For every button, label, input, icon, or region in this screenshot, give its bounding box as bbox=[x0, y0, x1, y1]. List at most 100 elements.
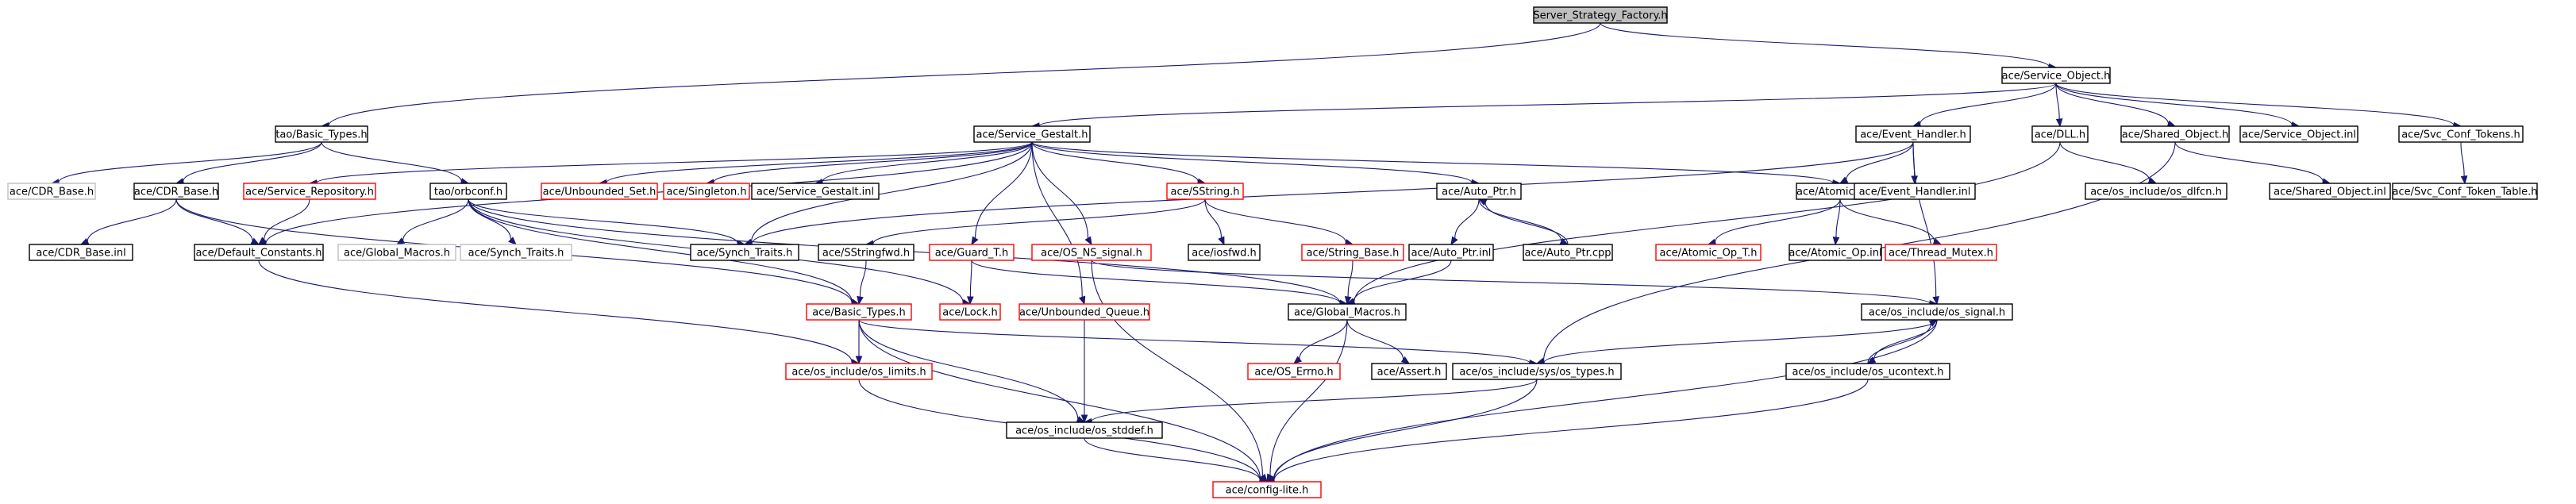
node-shared-object-inl[interactable]: ace/Shared_Object.inl bbox=[2269, 183, 2391, 200]
node-label: ace/Auto_Ptr.inl bbox=[1411, 248, 1492, 260]
edge-global_macros_h-to-assert_h bbox=[1346, 319, 1411, 364]
edge-line bbox=[2460, 141, 2465, 177]
node-assert-h[interactable]: ace/Assert.h bbox=[1371, 363, 1447, 380]
node-os-errno-h[interactable]: ace/OS_Errno.h bbox=[1247, 363, 1341, 380]
node-label: ace/os_include/os_signal.h bbox=[1869, 307, 2005, 319]
node-event-handler-h[interactable]: ace/Event_Handler.h bbox=[1855, 125, 1971, 143]
node-sstringfwd-h[interactable]: ace/SStringfwd.h bbox=[818, 244, 914, 261]
edge-service_gestalt_h-to-os_ns_signal_h bbox=[1031, 141, 1092, 246]
node-dll-h[interactable]: ace/DLL.h bbox=[2031, 125, 2089, 143]
edge-basic_types_h-to-os_types_h bbox=[858, 319, 1538, 367]
node-cdr-base-h[interactable]: ace/CDR_Base.h bbox=[133, 183, 219, 200]
edge-os_ns_signal_h-to-os_signal_h bbox=[1091, 260, 1939, 307]
edge-line bbox=[1204, 198, 1223, 238]
node-box bbox=[2120, 125, 2230, 143]
node-cdr-base-inl[interactable]: ace/CDR_Base.inl bbox=[29, 244, 133, 261]
node-box bbox=[1885, 244, 1997, 261]
node-synch-traits-h[interactable]: ace/Synch_Traits.h bbox=[690, 244, 799, 261]
node-os-signal-h[interactable]: ace/os_include/os_signal.h bbox=[1861, 303, 2013, 321]
node-global-macros-h[interactable]: ace/Global_Macros.h bbox=[1288, 303, 1407, 321]
node-auto-ptr-cpp[interactable]: ace/Auto_Ptr.cpp bbox=[1523, 244, 1613, 261]
node-auto-ptr-inl[interactable]: ace/Auto_Ptr.inl bbox=[1408, 244, 1494, 261]
edge-service_gestalt_h-to-atomic_op_h bbox=[1031, 141, 1842, 187]
node-thread-mutex-h[interactable]: ace/Thread_Mutex.h bbox=[1885, 244, 1997, 261]
node-label: ace/Service_Gestalt.inl bbox=[757, 187, 874, 198]
edge-arrowhead bbox=[1866, 356, 1877, 364]
node-auto-ptr-h[interactable]: ace/Auto_Ptr.h bbox=[1436, 183, 1522, 200]
node-cdr-base-h-tao[interactable]: ace/CDR_Base.h bbox=[7, 183, 96, 200]
edge-default_constants_h-to-os_limits_h bbox=[258, 260, 861, 366]
node-box bbox=[785, 363, 933, 380]
edge-auto_ptr_cpp-to-auto_ptr_h bbox=[1477, 198, 1569, 245]
node-os-types-h[interactable]: ace/os_include/sys/os_types.h bbox=[1452, 363, 1622, 380]
edge-global_macros_h-to-os_errno_h bbox=[1292, 319, 1348, 364]
node-label: ace/SString.h bbox=[1171, 187, 1240, 198]
node-label: ace/DLL.h bbox=[2035, 129, 2085, 141]
node-service-gestalt-inl[interactable]: ace/Service_Gestalt.inl bbox=[751, 183, 880, 200]
edge-service_object_h-to-service_object_inl bbox=[2055, 83, 2301, 129]
edge-line bbox=[1299, 319, 1348, 360]
node-os-dlfcn-h[interactable]: ace/os_include/os_dlfcn.h bbox=[2085, 183, 2228, 200]
edge-service_object_h-to-svc_conf_tokens_h bbox=[2055, 83, 2462, 129]
node-string-base-h[interactable]: ace/String_Base.h bbox=[1301, 244, 1404, 261]
edge-line bbox=[1835, 198, 1841, 238]
node-tao-basic-types-h[interactable]: tao/Basic_Types.h bbox=[275, 125, 368, 143]
node-service-object-h[interactable]: ace/Service_Object.h bbox=[2001, 67, 2111, 84]
node-unbounded-set-h[interactable]: ace/Unbounded_Set.h bbox=[541, 183, 658, 200]
node-orbconf-h[interactable]: tao/orbconf.h bbox=[429, 183, 507, 200]
node-label: ace/os_include/sys/os_types.h bbox=[1459, 367, 1614, 379]
node-box bbox=[663, 183, 750, 200]
node-lock-h[interactable]: ace/Lock.h bbox=[939, 303, 1001, 321]
edge-atomic_op_h-to-atomic_op_inl bbox=[1832, 198, 1841, 246]
node-unbounded-queue-h[interactable]: ace/Unbounded_Queue.h bbox=[1018, 303, 1150, 321]
node-singleton-h[interactable]: ace/Singleton.h bbox=[663, 183, 750, 200]
edge-line bbox=[1346, 319, 1404, 360]
node-svc-conf-token-table-h[interactable]: ace/Svc_Conf_Token_Table.h bbox=[2392, 183, 2538, 200]
node-box bbox=[806, 303, 912, 321]
node-box bbox=[29, 244, 133, 261]
node-box bbox=[1789, 244, 1882, 261]
edge-auto_ptr_inl-to-global_macros_h bbox=[1346, 260, 1452, 305]
node-box bbox=[2392, 183, 2538, 200]
node-guard-t-h[interactable]: ace/Guard_T.h bbox=[929, 244, 1015, 261]
node-label: Server_Strategy_Factory.h bbox=[1533, 10, 1667, 22]
node-label: ace/Synch_Traits.h bbox=[468, 248, 564, 260]
node-sstring-h[interactable]: ace/SString.h bbox=[1166, 183, 1244, 200]
node-os-ns-signal-h[interactable]: ace/OS_NS_signal.h bbox=[1031, 244, 1152, 261]
edge-line bbox=[258, 260, 853, 363]
node-service-object-inl[interactable]: ace/Service_Object.inl bbox=[2239, 125, 2358, 143]
node-config-lite-h[interactable]: ace/config-lite.h bbox=[1212, 481, 1322, 498]
edge-arrowhead bbox=[508, 237, 517, 245]
node-global-macros-h-tao[interactable]: ace/Global_Macros.h bbox=[337, 244, 456, 261]
edge-line bbox=[2055, 83, 2060, 120]
node-service-gestalt-h[interactable]: ace/Service_Gestalt.h bbox=[973, 125, 1091, 143]
edge-service_gestalt_h-to-sstring_h bbox=[1031, 141, 1207, 186]
edge-arrowhead bbox=[1218, 236, 1225, 246]
edge-line bbox=[468, 198, 738, 244]
node-atomic-op-inl[interactable]: ace/Atomic_Op.inl bbox=[1789, 244, 1882, 261]
edge-arrowhead bbox=[1078, 295, 1086, 306]
node-root[interactable]: Server_Strategy_Factory.h bbox=[1533, 6, 1668, 24]
edge-arrowhead bbox=[1911, 175, 1918, 185]
node-default-constants-h[interactable]: ace/Default_Constants.h bbox=[194, 244, 324, 261]
node-synch-traits-h-tao[interactable]: ace/Synch_Traits.h bbox=[460, 244, 572, 261]
node-atomic-op-t-h[interactable]: ace/Atomic_Op_T.h bbox=[1655, 244, 1762, 261]
node-shared-object-h[interactable]: ace/Shared_Object.h bbox=[2120, 125, 2230, 143]
node-basic-types-h[interactable]: ace/Basic_Types.h bbox=[806, 303, 912, 321]
node-service-repository-h[interactable]: ace/Service_Repository.h bbox=[243, 183, 376, 200]
edge-shared_object_h-to-shared_object_inl bbox=[2174, 141, 2331, 185]
node-event-handler-inl[interactable]: ace/Event_Handler.inl bbox=[1854, 183, 1976, 200]
node-os-stddef-h[interactable]: ace/os_include/os_stddef.h bbox=[1006, 421, 1163, 439]
edge-sstringfwd_h-to-basic_types_h bbox=[857, 260, 867, 306]
edge-auto_ptr_h-to-auto_ptr_cpp bbox=[1478, 198, 1569, 245]
node-svc-conf-tokens-h[interactable]: ace/Svc_Conf_Tokens.h bbox=[2398, 125, 2524, 143]
node-label: ace/Synch_Traits.h bbox=[697, 248, 793, 260]
node-os-ucontext-h[interactable]: ace/os_include/os_ucontext.h bbox=[1785, 363, 1950, 380]
node-iosfwd-h[interactable]: ace/iosfwd.h bbox=[1188, 244, 1261, 261]
edge-line bbox=[750, 141, 1033, 242]
node-box bbox=[541, 183, 658, 200]
node-os-limits-h[interactable]: ace/os_include/os_limits.h bbox=[785, 363, 933, 380]
node-label: ace/SStringfwd.h bbox=[822, 248, 910, 260]
edge-line bbox=[316, 141, 1033, 183]
edge-line bbox=[402, 198, 469, 241]
